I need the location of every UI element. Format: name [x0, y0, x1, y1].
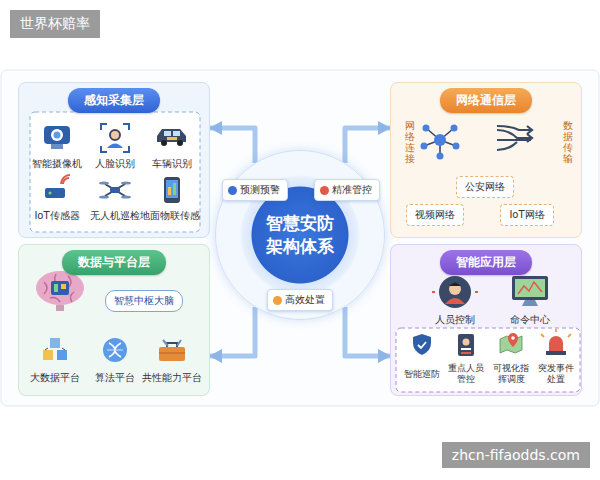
app-label: 命令中心: [510, 313, 550, 327]
network-box: 公安网络: [456, 176, 514, 198]
callout-icon: [228, 186, 237, 195]
box-label: 精准管控: [332, 183, 372, 197]
watermark: zhcn-fifaodds.com: [442, 442, 590, 468]
network-box: IoT网络: [500, 204, 553, 226]
layer-panel: 网络通信层公安网络视频网络 IoT网络: [390, 82, 582, 238]
callout-icon: [320, 186, 329, 195]
connector-arrow: [345, 307, 390, 356]
device-label: 智能摄像机: [32, 157, 82, 171]
app-item-label: 智能巡防: [403, 369, 441, 380]
connector-arrow: [210, 128, 255, 163]
layer-title: 感知采集层: [68, 88, 160, 113]
device-label: 人脸识别: [95, 157, 135, 171]
watermark: 世界杯赔率: [10, 10, 100, 38]
box-label: 预测预警: [240, 183, 280, 197]
callout-box: 高效处置: [267, 289, 333, 311]
vertical-label: 网络连接: [405, 120, 415, 164]
callout-box: 精准管控: [314, 179, 380, 201]
app-item-label: 可视化指挥调度: [492, 363, 530, 385]
platform-label: 大数据平台: [30, 371, 80, 385]
box-label: 高效处置: [285, 293, 325, 307]
box-label: 智慧中枢大脑: [114, 295, 174, 306]
device-label: 地面物联传感: [140, 210, 200, 223]
box-label: IoT网络: [509, 209, 544, 220]
app-label: 人员控制: [435, 313, 475, 327]
network-box: 视频网络: [406, 204, 464, 226]
device-label: 车辆识别: [152, 157, 192, 171]
layer-title: 智能应用层: [440, 250, 532, 275]
brain-label-box: 智慧中枢大脑: [105, 290, 183, 312]
device-label: IoT传感器: [34, 209, 79, 223]
box-label: 公安网络: [465, 181, 505, 192]
platform-label: 算法平台: [95, 371, 135, 385]
app-item-label: 重点人员管控: [447, 363, 485, 385]
device-label: 无人机巡检: [90, 209, 140, 223]
box-label: 视频网络: [415, 209, 455, 220]
platform-label: 共性能力平台: [142, 372, 202, 385]
callout-box: 预测预警: [222, 179, 288, 201]
core-title: 智慧安防架构体系: [264, 212, 336, 258]
callout-icon: [273, 296, 282, 305]
vertical-label: 数据传输: [563, 120, 573, 164]
app-item-label: 突发事件处置: [537, 363, 575, 385]
connector-arrow: [210, 307, 255, 356]
layer-title: 网络通信层: [440, 88, 532, 113]
connector-arrow: [345, 128, 390, 163]
layer-title: 数据与平台层: [62, 250, 166, 275]
